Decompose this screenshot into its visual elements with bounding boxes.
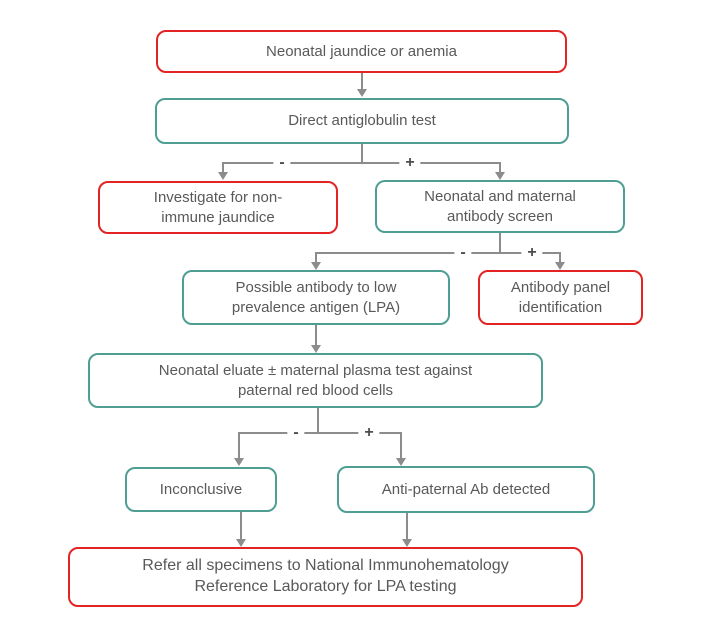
connector-line (559, 252, 561, 264)
node-direct-antiglobulin-test: Direct antiglobulin test (155, 98, 569, 144)
connector-line (238, 432, 240, 460)
arrowhead-down-icon (402, 539, 412, 547)
connector-line (400, 432, 402, 460)
arrowhead-down-icon (234, 458, 244, 466)
connector-line (315, 252, 561, 254)
connector-line (238, 432, 402, 434)
branch-label-negative: - (273, 155, 291, 171)
connector-line (406, 513, 408, 540)
connector-line (361, 144, 363, 163)
branch-label-positive: + (399, 155, 421, 171)
branch-label-negative: - (454, 245, 472, 261)
connector-line (240, 512, 242, 540)
node-refer-reference-laboratory: Refer all specimens to National Immunohe… (68, 547, 583, 607)
node-neonatal-maternal-antibody-screen: Neonatal and maternal antibody screen (375, 180, 625, 233)
connector-line (315, 252, 317, 264)
branch-label-positive: + (521, 245, 543, 261)
connector-line (317, 408, 319, 433)
connector-line (499, 162, 501, 174)
connector-line (499, 233, 501, 253)
connector-line (315, 325, 317, 346)
connector-line (223, 162, 501, 164)
arrowhead-down-icon (357, 89, 367, 97)
arrowhead-down-icon (236, 539, 246, 547)
node-neonatal-jaundice-or-anemia: Neonatal jaundice or anemia (156, 30, 567, 73)
arrowhead-down-icon (396, 458, 406, 466)
connector-line (361, 73, 363, 91)
arrowhead-down-icon (311, 262, 321, 270)
arrowhead-down-icon (311, 345, 321, 353)
node-investigate-non-immune-jaundice: Investigate for non- immune jaundice (98, 181, 338, 234)
node-inconclusive: Inconclusive (125, 467, 277, 512)
node-possible-lpa-antibody: Possible antibody to low prevalence anti… (182, 270, 450, 325)
node-anti-paternal-ab-detected: Anti-paternal Ab detected (337, 466, 595, 513)
arrowhead-down-icon (495, 172, 505, 180)
connector-line (222, 162, 224, 174)
branch-label-negative: - (287, 425, 305, 441)
node-eluate-plasma-test: Neonatal eluate ± maternal plasma test a… (88, 353, 543, 408)
node-antibody-panel-identification: Antibody panel identification (478, 270, 643, 325)
branch-label-positive: + (358, 425, 380, 441)
arrowhead-down-icon (555, 262, 565, 270)
arrowhead-down-icon (218, 172, 228, 180)
